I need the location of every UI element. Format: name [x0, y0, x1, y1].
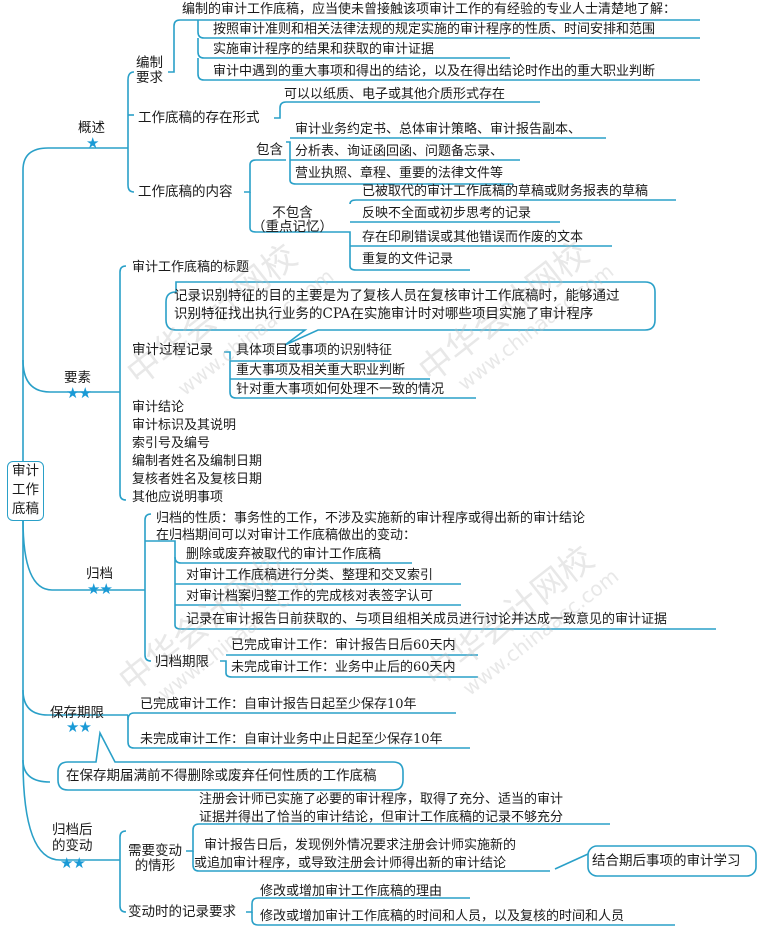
- retention-item: 未完成审计工作：自审计业务中止日起至少保存10年: [140, 732, 443, 747]
- star-icon: ★★: [87, 580, 113, 598]
- retention-item: 已完成审计工作：自审计报告日起至少保存10年: [140, 697, 417, 712]
- include-item: 分析表、询证函回函、问题备忘录、: [295, 144, 504, 159]
- prep-item: 按照审计准则和相关法律法规的规定实施的审计程序的性质、时间安排和范围: [213, 22, 656, 37]
- retention-note: 在保存期届满前不得删除或废弃任何性质的工作底稿: [66, 768, 377, 784]
- archive-change-item: 对审计工作底稿进行分类、整理和交叉索引: [186, 568, 434, 583]
- form-value: 可以以纸质、电子或其他介质形式存在: [284, 87, 506, 102]
- process-item: 重大事项及相关重大职业判断: [236, 363, 406, 378]
- label-line: 要求: [136, 70, 163, 86]
- exclude-item: 已被取代的审计工作底稿的草稿或财务报表的草稿: [362, 184, 649, 199]
- process-item: 具体项目或事项的识别特征: [236, 343, 393, 358]
- label-line: 的情形: [134, 858, 176, 874]
- element-item: 索引号及编号: [132, 436, 211, 451]
- label-line: 不包含: [272, 205, 313, 221]
- archive-change-item: 对审计档案归整工作的完成核对表签字认可: [186, 589, 434, 604]
- archive-deadline-item: 已完成审计工作：审计报告日后60天内: [231, 638, 456, 653]
- root-node[interactable]: 审计 工作 底稿: [7, 461, 44, 521]
- root-line: 工作: [12, 482, 39, 498]
- callout-line: 记录识别特征的目的主要是为了复核人员在复核审计工作底稿时，能够通过: [174, 288, 620, 304]
- archive-nature: 归档的性质：事务性的工作，不涉及实施新的审计程序或得出新的审计结论: [156, 511, 586, 526]
- include-label[interactable]: 包含: [256, 142, 283, 158]
- element-item: 审计结论: [132, 400, 185, 415]
- overview-label[interactable]: 概述: [78, 120, 105, 136]
- elements-label[interactable]: 要素: [64, 370, 91, 386]
- situation-line: 注册会计师已实施了必要的审计程序，取得了充分、适当的审计: [199, 792, 564, 807]
- label-line: 归档后: [52, 822, 93, 838]
- content-label[interactable]: 工作底稿的内容: [138, 184, 233, 200]
- star-icon: ★★: [60, 854, 86, 872]
- exclude-item: 重复的文件记录: [362, 252, 454, 267]
- prep-item: 实施审计程序的结果和获取的审计证据: [213, 42, 435, 57]
- exclude-label[interactable]: 不包含 （重点记忆）: [252, 206, 333, 234]
- exclude-item: 反映不全面或初步思考的记录: [362, 206, 532, 221]
- element-item: 复核者姓名及复核日期: [132, 472, 263, 487]
- label-line: （重点记忆）: [252, 219, 333, 235]
- prep-intro: 编制的审计工作底稿，应当使未曾接触该项审计工作的有经验的专业人士清楚地了解：: [182, 2, 677, 17]
- process-label[interactable]: 审计过程记录: [132, 342, 213, 358]
- include-item: 营业执照、章程、重要的法律文件等: [295, 166, 504, 181]
- archive-changes-intro: 在归档期间可以对审计工作底稿做出的变动：: [156, 528, 417, 543]
- situation-line: 或追加审计程序，或导致注册会计师得出新的审计结论: [194, 856, 507, 871]
- archive-deadline-item: 未完成审计工作：业务中止后的60天内: [231, 660, 456, 675]
- prep-item: 审计中遇到的重大事项和得出的结论，以及在得出结论时作出的重大职业判断: [213, 64, 656, 79]
- retention-label[interactable]: 保存期限: [50, 705, 104, 721]
- element-item: 其他应说明事项: [132, 490, 224, 505]
- form-label[interactable]: 工作底稿的存在形式: [138, 110, 260, 126]
- post-archive-label[interactable]: 归档后 的变动: [52, 822, 93, 854]
- root-line: 底稿: [12, 501, 39, 517]
- record-item: 修改或增加审计工作底稿的理由: [260, 884, 443, 899]
- process-item: 针对重大事项如何处理不一致的情况: [236, 382, 445, 397]
- star-icon: ★: [86, 134, 99, 152]
- include-item: 审计业务约定书、总体审计策略、审计报告副本、: [295, 122, 582, 137]
- label-line: 编制: [136, 55, 163, 71]
- archive-change-item: 记录在审计报告日前获取的、与项目组相关成员进行讨论并达成一致意见的审计证据: [186, 612, 668, 627]
- star-icon: ★★: [66, 718, 92, 736]
- element-item: 编制者姓名及编制日期: [132, 454, 263, 469]
- exclude-item: 存在印刷错误或其他错误而作废的文本: [362, 230, 584, 245]
- star-icon: ★★: [66, 384, 92, 402]
- situations-label[interactable]: 需要变动 的情形: [128, 844, 182, 874]
- archive-change-item: 删除或废弃被取代的审计工作底稿: [186, 547, 382, 562]
- element-item: 审计工作底稿的标题: [132, 260, 250, 275]
- record-item: 修改或增加审计工作底稿的时间和人员，以及复核的时间和人员: [260, 909, 625, 924]
- record-label[interactable]: 变动时的记录要求: [128, 904, 236, 920]
- label-line: 的变动: [52, 838, 93, 854]
- root-line: 审计: [12, 463, 39, 479]
- prep-requirements-label[interactable]: 编制 要求: [136, 56, 163, 86]
- label-line: 需要变动: [128, 843, 182, 859]
- archive-deadline-label[interactable]: 归档期限: [155, 654, 209, 670]
- situations-callout: 结合期后事项的审计学习: [592, 853, 741, 869]
- element-item: 审计标识及其说明: [132, 418, 237, 433]
- archive-label[interactable]: 归档: [86, 566, 113, 582]
- situation-line: 审计报告日后，发现例外情况要求注册会计师实施新的: [204, 838, 517, 853]
- callout-line: 识别特征找出执行业务的CPA在实施审计时对哪些项目实施了审计程序: [174, 306, 594, 322]
- situation-line: 证据并得出了恰当的审计结论，但审计工作底稿的记录不够充分: [199, 810, 564, 825]
